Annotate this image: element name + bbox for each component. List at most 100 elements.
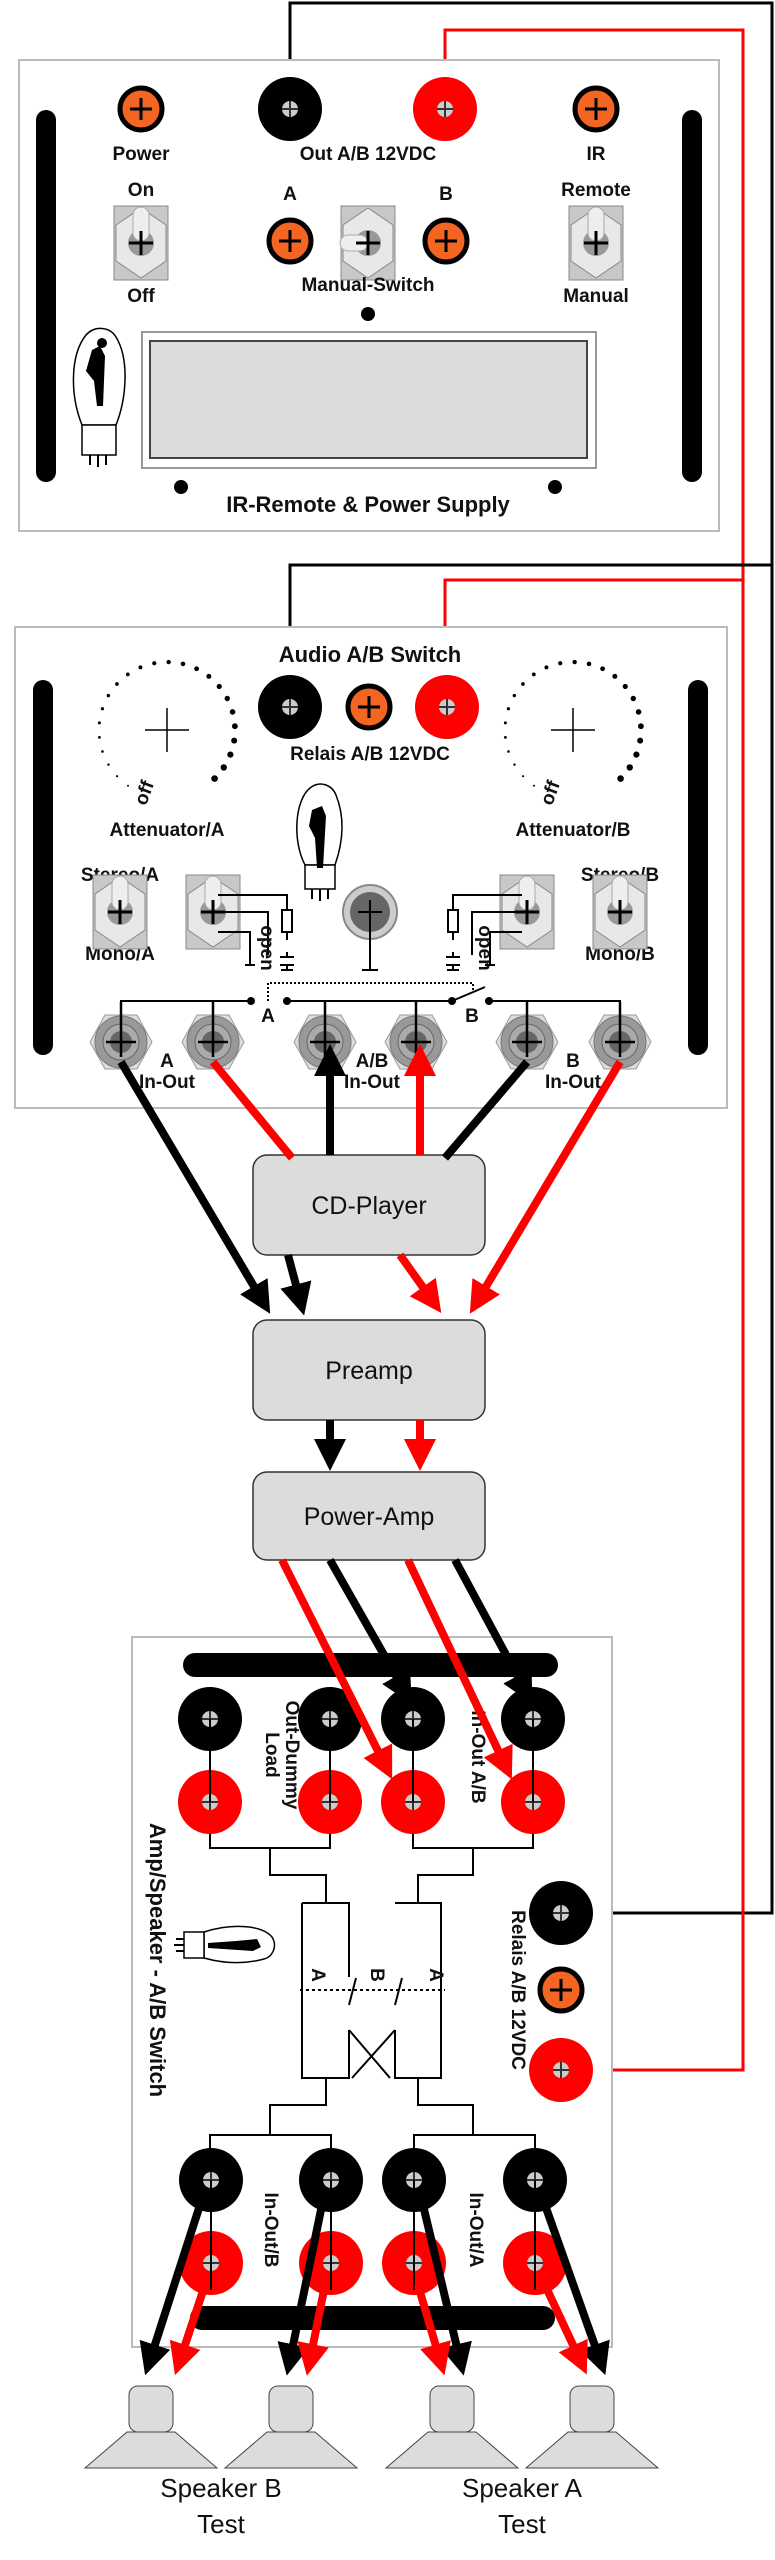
speaker-switch-title: Amp/Speaker - A/B Switch <box>145 1823 170 2097</box>
speaker-icon <box>83 2385 219 2469</box>
rca-jack[interactable] <box>89 1002 153 1070</box>
cable-black <box>451 1558 533 1705</box>
cable-black <box>139 2203 204 2376</box>
open-a-label: open <box>256 925 277 970</box>
a-label: A <box>283 184 297 205</box>
cable-red <box>297 2284 329 2376</box>
off-label: Off <box>127 286 155 307</box>
cable-red <box>414 2283 451 2376</box>
manual-label: Manual <box>563 286 628 307</box>
out-label: Out A/B 12VDC <box>300 144 437 165</box>
black-audio-relais-wire <box>286 563 772 650</box>
cable-red <box>404 1558 513 1780</box>
relais-red-terminal[interactable] <box>415 675 479 739</box>
indicator-hole <box>361 307 375 321</box>
tube-icon <box>296 783 343 901</box>
power-amp-box: Power-Amp <box>252 1471 486 1561</box>
relais-black-terminal[interactable] <box>529 1881 593 1945</box>
tube-icon <box>72 327 126 467</box>
cable-red <box>396 1252 442 1314</box>
remote-manual-toggle-switch[interactable] <box>568 205 624 281</box>
relais-label: Relais A/B 12VDC <box>507 1910 528 2070</box>
speaker-icon <box>384 2385 520 2469</box>
cable-red <box>278 1558 393 1780</box>
on-label: On <box>128 180 154 201</box>
power-supply-panel: Power Out A/B 12VDC IR On A B Remote Off… <box>18 59 720 532</box>
dummy-label: Out-Dummy <box>281 1701 302 1810</box>
speaker-b-label: Speaker B <box>160 2473 281 2503</box>
manual-ab-toggle-switch[interactable] <box>339 205 396 281</box>
rca-jack[interactable] <box>181 1002 245 1070</box>
bus-b-label: B <box>465 1006 479 1027</box>
stereo-mono-b-toggle[interactable] <box>592 874 648 950</box>
cable-black <box>117 1059 271 1314</box>
jack-a-inout-label: In-Out <box>139 1072 196 1093</box>
screw-hole <box>548 480 562 494</box>
rca-jack[interactable] <box>495 1002 559 1070</box>
cable-red <box>469 1059 624 1314</box>
ground-jack <box>342 884 398 971</box>
open-b-label: open <box>474 925 495 970</box>
cable-black <box>441 1059 531 1161</box>
bus-a-label: A <box>261 1006 275 1027</box>
speaker-a-label: Speaker A <box>462 2473 583 2503</box>
audio-switch-title: Audio A/B Switch <box>279 642 462 667</box>
jack-ab-inout-label: In-Out <box>344 1072 401 1093</box>
rc-network-b <box>446 894 522 971</box>
cable-black <box>277 2204 326 2376</box>
out-black-terminal[interactable] <box>258 77 322 141</box>
power-amp-label: Power-Amp <box>304 1503 435 1531</box>
jack-b-inout-label: In-Out <box>545 1072 602 1093</box>
cable-black <box>326 1558 412 1704</box>
cable-red <box>209 1059 296 1161</box>
relay-a-right-label: A <box>425 1968 446 1982</box>
cable-red <box>169 2283 209 2376</box>
load-label: Load <box>261 1732 282 1777</box>
relais-indicator[interactable] <box>537 1966 585 2014</box>
rc-network-a <box>218 894 294 971</box>
manual-switch-label: Manual-Switch <box>301 275 434 296</box>
attenuator-a-knob[interactable] <box>97 659 238 787</box>
power-label: Power <box>112 144 170 165</box>
screw-hole <box>174 480 188 494</box>
bottom-bar <box>190 2306 555 2330</box>
a-indicator[interactable] <box>266 217 314 265</box>
b-label: B <box>439 184 453 205</box>
preamp-label: Preamp <box>325 1357 413 1385</box>
ir-label: IR <box>587 144 606 165</box>
control-wires <box>286 1 774 2074</box>
handle-right <box>682 110 702 482</box>
jack-ab-label: A/B <box>356 1051 389 1072</box>
relay-a-left-label: A <box>307 1968 328 1982</box>
cd-player-box: CD-Player <box>252 1154 486 1256</box>
relay-b-label: B <box>366 1968 387 1982</box>
power-indicator[interactable] <box>117 85 165 133</box>
cable-black <box>541 2203 610 2376</box>
power-toggle-switch[interactable] <box>113 205 169 281</box>
cd-player-label: CD-Player <box>311 1192 426 1220</box>
relais-indicator[interactable] <box>345 683 393 731</box>
relais-black-terminal[interactable] <box>258 675 322 739</box>
remote-label: Remote <box>561 180 631 201</box>
relais-red-terminal[interactable] <box>529 2038 593 2102</box>
handle-left <box>33 680 53 1055</box>
b-indicator[interactable] <box>422 217 470 265</box>
attenuator-b-label: Attenuator/B <box>515 820 630 841</box>
speaker-icon <box>524 2385 660 2469</box>
speaker-icon <box>223 2385 359 2469</box>
in-out-a-label: In-Out/A <box>465 2193 486 2268</box>
cable-red <box>541 2283 588 2375</box>
audio-cables <box>117 1044 624 2376</box>
out-red-terminal[interactable] <box>413 77 477 141</box>
handle-left <box>36 110 56 482</box>
in-out-b-label: In-Out/B <box>260 2193 281 2268</box>
handle-right <box>688 680 708 1055</box>
in-out-ab-label: In-Out A/B <box>467 1710 488 1803</box>
audio-switch-panel: Audio A/B Switch Relais A/B 12VDC off of… <box>14 626 728 1109</box>
switch-wiring <box>209 1719 536 2180</box>
stereo-mono-a-toggle[interactable] <box>92 874 148 950</box>
ir-indicator[interactable] <box>572 85 620 133</box>
top-bar <box>183 1653 558 1677</box>
attenuator-b-knob[interactable] <box>503 659 644 787</box>
